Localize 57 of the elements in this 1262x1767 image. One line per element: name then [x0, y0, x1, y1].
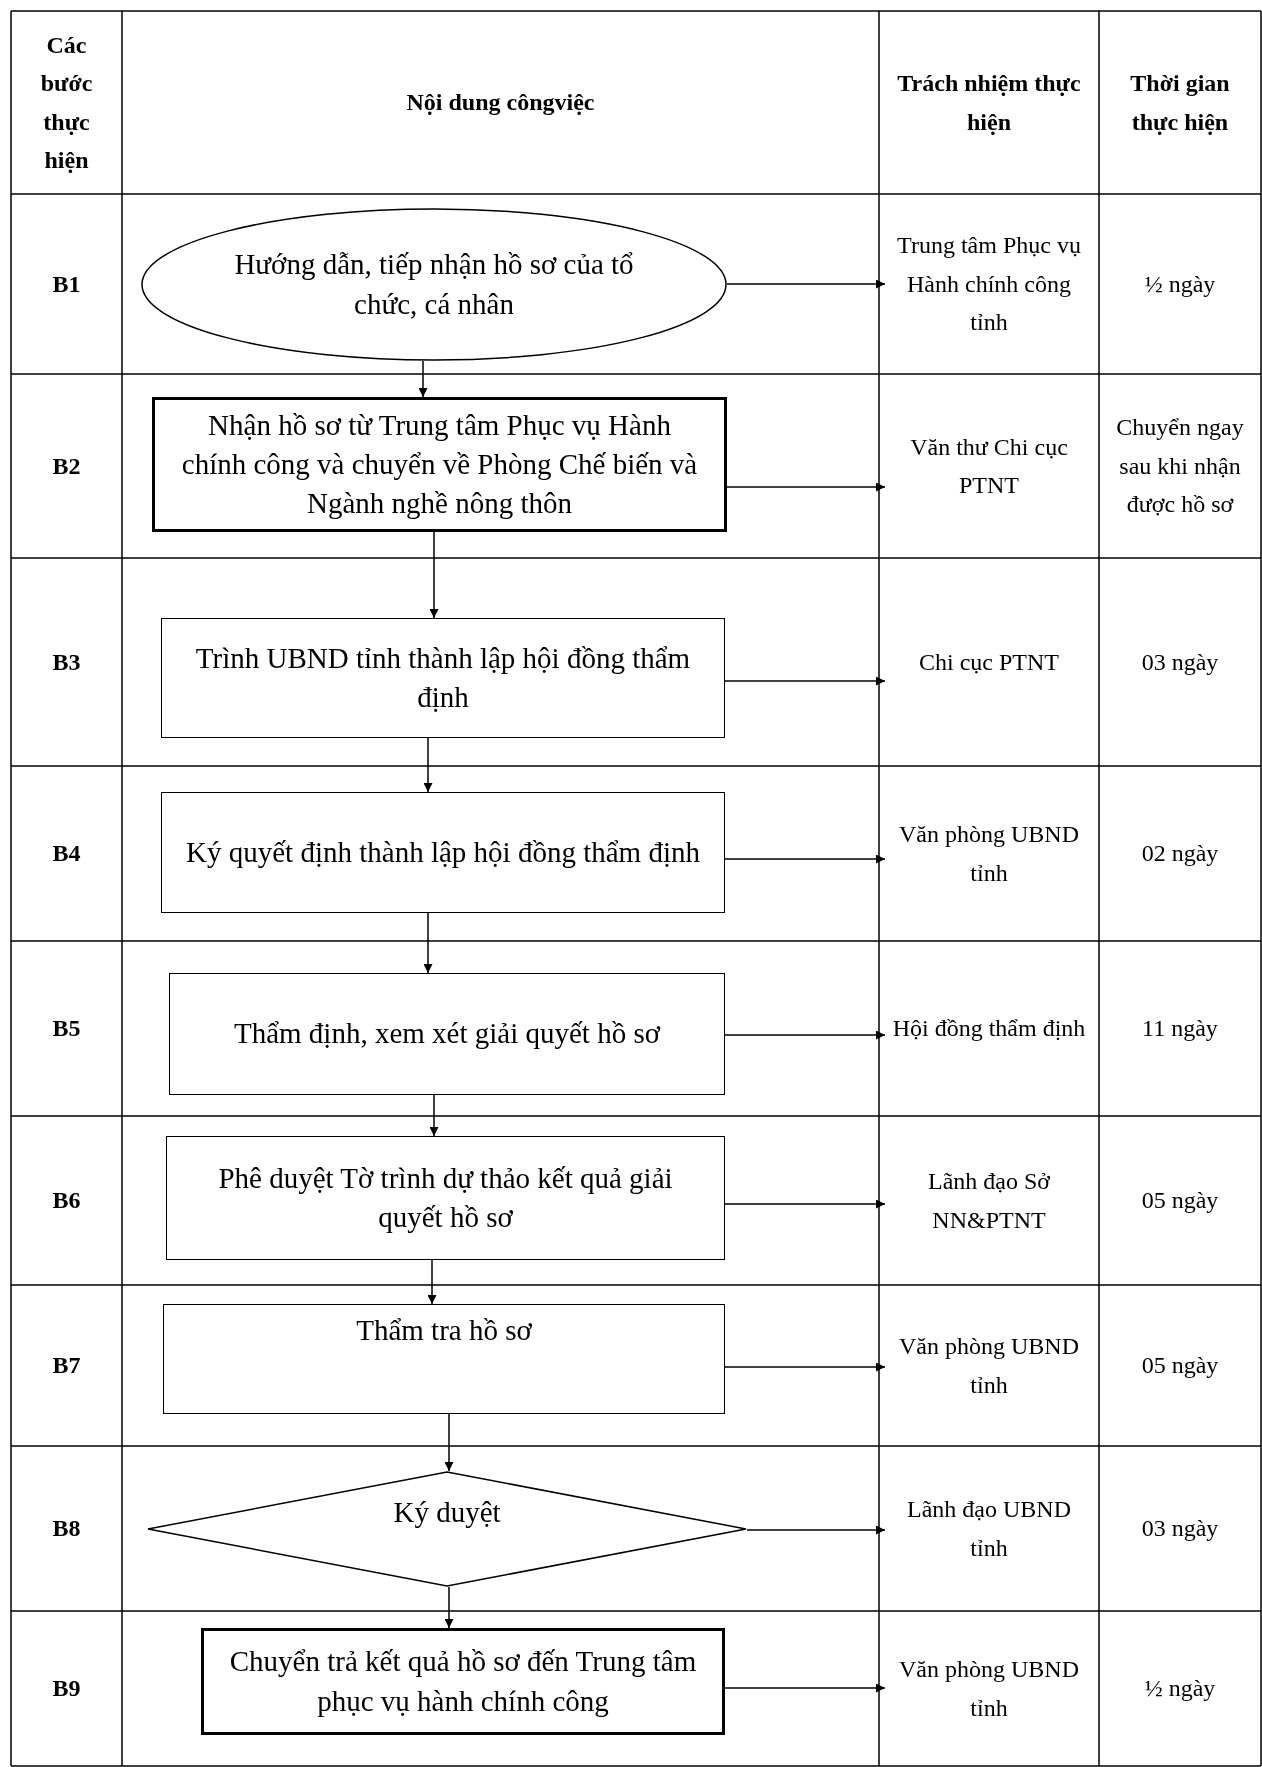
responsibility-text: Chi cục PTNT: [885, 562, 1093, 762]
process-box: Chuyển trả kết quả hồ sơ đến Trung tâm phục vụ hành chính công: [201, 1628, 725, 1735]
step-label: B7: [51, 1351, 82, 1381]
decision-diamond: Ký duyệt: [147, 1471, 747, 1587]
duration-text: ½ ngày: [1143, 1674, 1217, 1704]
responsibility-text: Trung tâm Phục vụ Hành chính công tỉnh: [885, 198, 1093, 370]
column-header: Trách nhiệm thực hiện: [896, 69, 1082, 137]
arrow: [427, 1259, 437, 1305]
arrow: [418, 360, 428, 398]
responsibility-text: Lãnh đạo UBND tỉnh: [885, 1450, 1093, 1607]
arrow: [423, 737, 433, 793]
step-label: B8: [51, 1514, 82, 1544]
column-header: Thời gian thực hiện: [1129, 69, 1231, 137]
arrow: [746, 1525, 886, 1535]
responsibility-text: Văn phòng UBND tỉnh: [885, 770, 1093, 937]
duration-text: ½ ngày: [1143, 269, 1217, 299]
arrow: [444, 1586, 454, 1629]
process-box: Thẩm tra hồ sơ: [163, 1304, 725, 1414]
responsibility-text: Văn phòng UBND tỉnh: [885, 1615, 1093, 1762]
arrow: [429, 531, 439, 619]
duration-text: 03 ngày: [1140, 1514, 1220, 1544]
arrow: [726, 279, 886, 289]
process-box: Thẩm định, xem xét giải quyết hồ sơ: [169, 973, 725, 1095]
column-header: Nội dung côngviệc: [405, 88, 596, 118]
process-box: Phê duyệt Tờ trình dự thảo kết quả giải quyết hồ sơ: [166, 1136, 725, 1260]
responsibility-text: Lãnh đạo Sở NN&PTNT: [885, 1120, 1093, 1281]
process-box: Trình UBND tỉnh thành lập hội đồng thẩm định: [161, 618, 725, 738]
process-box: Nhận hồ sơ từ Trung tâm Phục vụ Hành chính công và chuyển về Phòng Chế biến và Ngành nghề nông thôn: [152, 397, 727, 532]
responsibility-text: Văn phòng UBND tỉnh: [885, 1289, 1093, 1442]
arrow: [444, 1413, 454, 1472]
step-label: B2: [51, 451, 82, 481]
duration-text: 05 ngày: [1140, 1351, 1220, 1381]
arrow: [724, 854, 886, 864]
arrow: [429, 1094, 439, 1137]
arrow: [724, 676, 886, 686]
column-header: Các bước thực hiện: [39, 30, 94, 175]
arrow: [724, 1199, 886, 1209]
step-label: B9: [51, 1674, 82, 1704]
arrow: [423, 912, 433, 974]
duration-text: 11 ngày: [1141, 1014, 1219, 1044]
duration-text: 02 ngày: [1140, 839, 1220, 869]
step-label: B5: [51, 1014, 82, 1044]
arrow: [724, 1030, 886, 1040]
duration-text: Chuyển ngay sau khi nhận được hồ sơ: [1115, 413, 1245, 520]
start-ellipse: Hướng dẫn, tiếp nhận hồ sơ của tổ chức, cá nhân: [141, 208, 727, 361]
arrow: [724, 1362, 886, 1372]
responsibility-text: Hội đồng thẩm định: [885, 945, 1093, 1112]
responsibility-text: Văn thư Chi cục PTNT: [885, 378, 1093, 554]
step-label: B1: [51, 269, 82, 299]
step-label: B4: [51, 839, 82, 869]
arrow: [726, 482, 886, 492]
step-label: B6: [51, 1186, 82, 1216]
process-box: Ký quyết định thành lập hội đồng thẩm định: [161, 792, 725, 913]
duration-text: 03 ngày: [1140, 647, 1220, 677]
arrow: [724, 1683, 886, 1693]
duration-text: 05 ngày: [1140, 1186, 1220, 1216]
step-label: B3: [51, 647, 82, 677]
